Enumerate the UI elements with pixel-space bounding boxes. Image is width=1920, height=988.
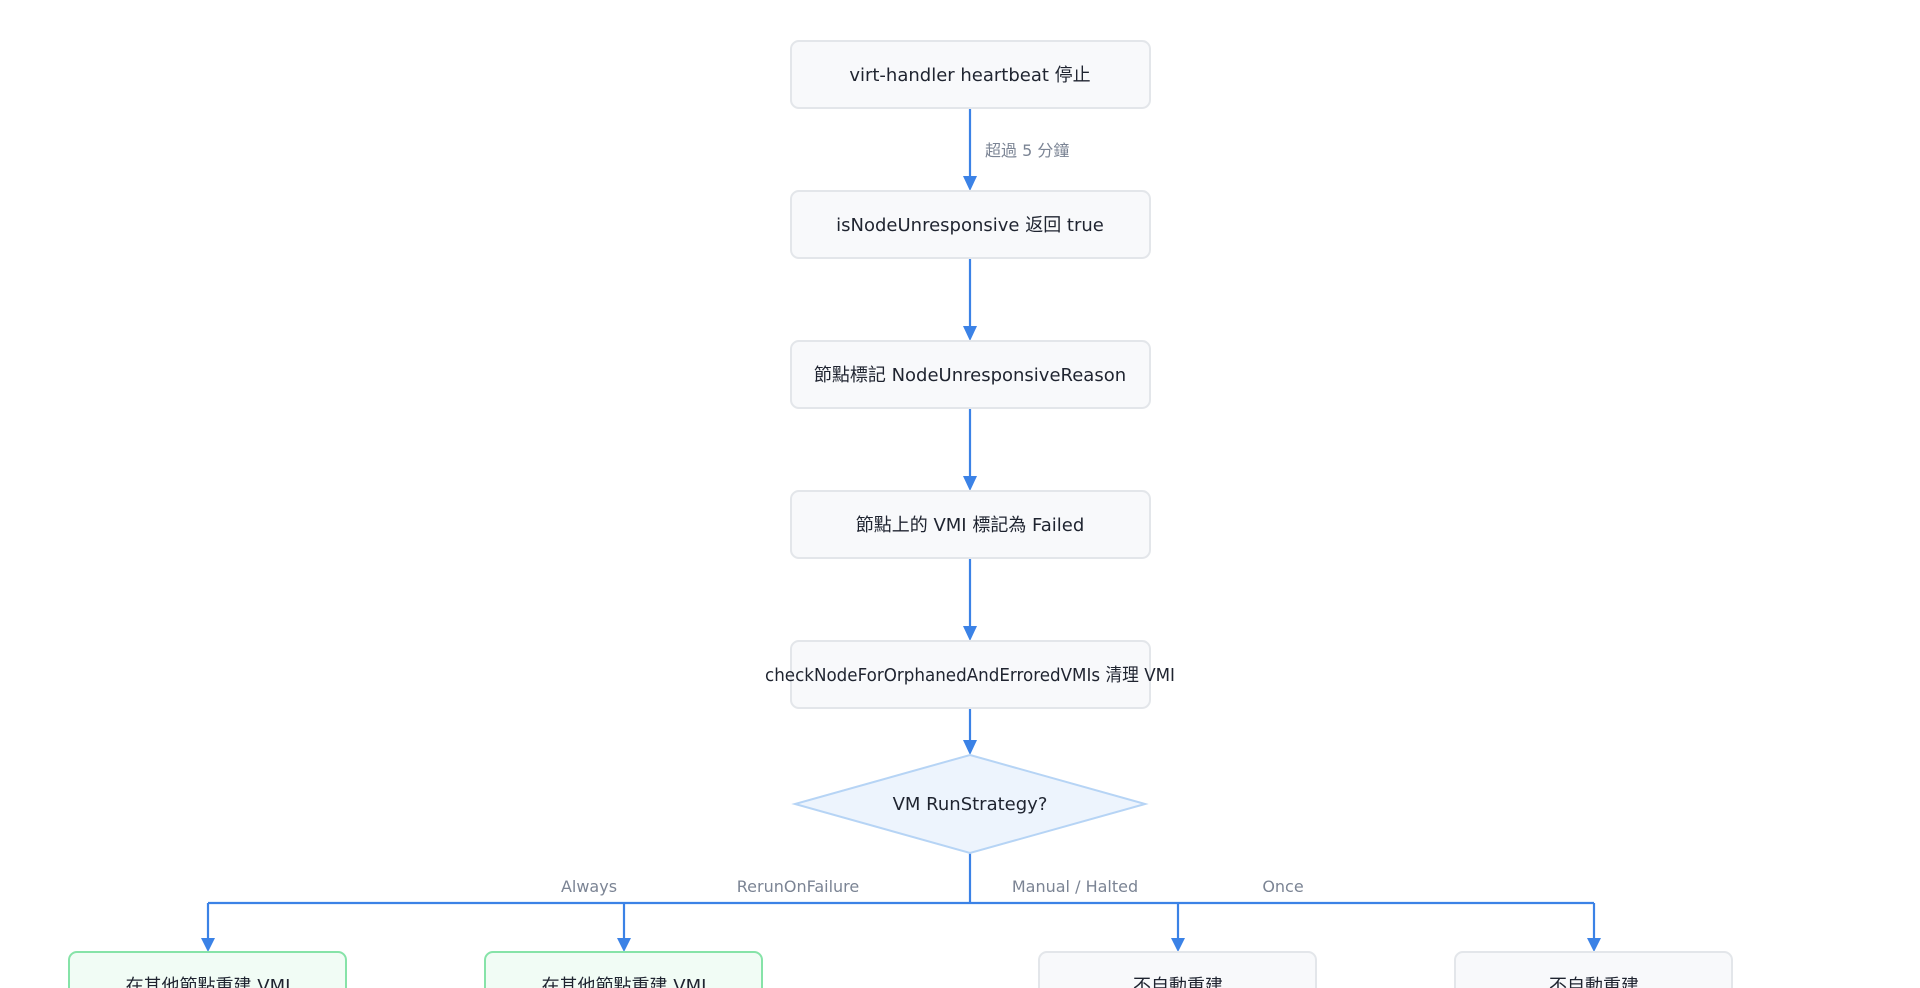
arrowhead <box>1587 938 1601 952</box>
node-heartbeat-stop-label: virt-handler heartbeat 停止 <box>849 65 1090 86</box>
arrowhead <box>617 938 631 952</box>
decision-run-strategy-label: VM RunStrategy? <box>893 794 1048 815</box>
arrowhead <box>963 176 977 191</box>
node-no-rebuild-once-label: 不自動重建 <box>1549 976 1639 988</box>
edge-label-timeout: 超過 5 分鐘 <box>985 141 1069 160</box>
arrowhead <box>963 740 977 755</box>
arrowhead <box>201 938 215 952</box>
node-mark-node-label: 節點標記 NodeUnresponsiveReason <box>814 365 1126 386</box>
node-rebuild-always: 在其他節點重建 VMI <box>68 951 347 988</box>
edge-label-rerun: RerunOnFailure <box>737 877 859 896</box>
node-rebuild-rerun-label: 在其他節點重建 VMI <box>542 976 707 988</box>
arrowhead <box>963 476 977 491</box>
connectors <box>201 108 1601 952</box>
node-no-rebuild-manual-label: 不自動重建 <box>1133 976 1223 988</box>
node-mark-node: 節點標記 NodeUnresponsiveReason <box>790 340 1151 409</box>
node-no-rebuild-once: 不自動重建 <box>1454 951 1733 988</box>
node-cleanup-vmi: checkNodeForOrphanedAndErroredVMIs 清理 VM… <box>765 640 1175 709</box>
node-mark-vmi-failed-label: 節點上的 VMI 標記為 Failed <box>856 515 1085 536</box>
arrowhead <box>1171 938 1185 952</box>
decision-run-strategy: VM RunStrategy? <box>791 753 1149 855</box>
edge-label-once: Once <box>1262 877 1303 896</box>
node-rebuild-always-label: 在其他節點重建 VMI <box>126 976 291 988</box>
edge-label-always: Always <box>561 877 617 896</box>
node-cleanup-vmi-label: checkNodeForOrphanedAndErroredVMIs 清理 VM… <box>765 665 1175 686</box>
node-is-unresponsive: isNodeUnresponsive 返回 true <box>790 190 1151 259</box>
node-heartbeat-stop: virt-handler heartbeat 停止 <box>790 40 1151 109</box>
node-no-rebuild-manual: 不自動重建 <box>1038 951 1317 988</box>
node-is-unresponsive-label: isNodeUnresponsive 返回 true <box>836 215 1104 236</box>
edge-label-manual: Manual / Halted <box>1012 877 1138 896</box>
node-mark-vmi-failed: 節點上的 VMI 標記為 Failed <box>790 490 1151 559</box>
arrowhead <box>963 326 977 341</box>
arrowhead <box>963 626 977 641</box>
node-rebuild-rerun: 在其他節點重建 VMI <box>484 951 763 988</box>
